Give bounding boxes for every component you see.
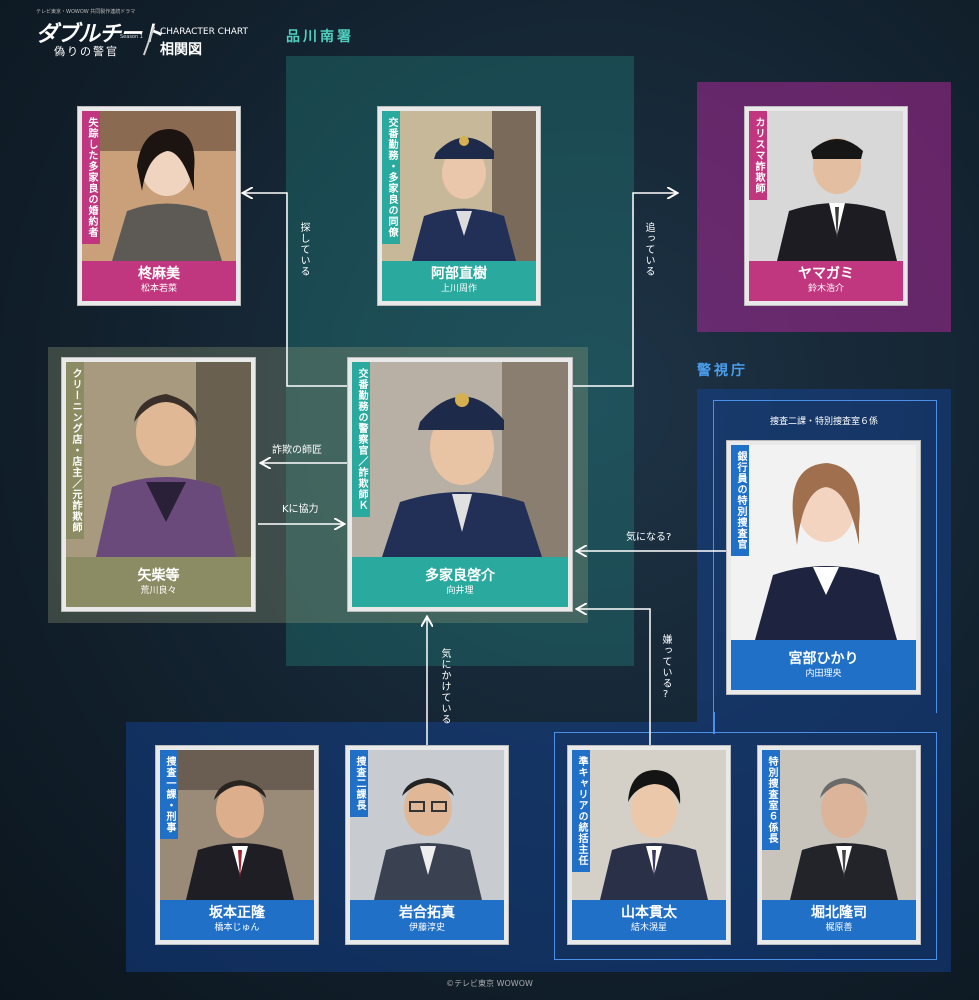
namebar: 堀北隆司 梶原善 bbox=[762, 900, 916, 940]
actor-name: 伊藤淳史 bbox=[408, 923, 445, 933]
chart-title: 相関図 bbox=[160, 42, 202, 58]
actor-name: 上川周作 bbox=[440, 284, 477, 294]
actor-name: 向井理 bbox=[446, 586, 474, 596]
label-mentor: 詐欺の師匠 bbox=[272, 445, 322, 456]
logo-title: ダブルチート bbox=[36, 22, 163, 47]
portrait-image bbox=[762, 750, 916, 900]
role-label: 銀行員の特別捜査官 bbox=[731, 445, 749, 556]
special-team-label: 捜査二課・特別捜査室６係 bbox=[769, 417, 878, 427]
role-label: 捜査二課長 bbox=[350, 750, 368, 817]
role-label: クリーニング店・店主／元詐欺師 bbox=[66, 362, 84, 539]
label-chasing: 追っている bbox=[643, 222, 654, 277]
region-shinagawa-label: 品川南署 bbox=[286, 29, 354, 45]
namebar: 阿部直樹 上川周作 bbox=[382, 261, 536, 301]
namebar: 山本貫太 結木滉星 bbox=[572, 900, 726, 940]
character-name: 柊麻美 bbox=[138, 266, 180, 282]
portrait-image bbox=[382, 111, 536, 261]
portrait-image bbox=[572, 750, 726, 900]
label-cooperate: Kに協力 bbox=[282, 504, 319, 515]
line-dislike bbox=[578, 609, 651, 746]
actor-name: 鈴木浩介 bbox=[807, 284, 844, 294]
character-name: 阿部直樹 bbox=[431, 266, 487, 282]
region-keishicho-label: 警視庁 bbox=[697, 363, 748, 379]
namebar: 宮部ひかり 内田理央 bbox=[731, 640, 916, 690]
portrait-image bbox=[160, 750, 314, 900]
special-team-box-bottom bbox=[554, 732, 937, 960]
card-sakamoto[interactable]: 捜査一課・刑事 坂本正隆 橋本じゅん bbox=[156, 746, 318, 944]
role-label: 交番勤務・多家良の同僚 bbox=[382, 111, 400, 244]
character-name: 山本貫太 bbox=[621, 905, 677, 921]
card-miyabe[interactable]: 銀行員の特別捜査官 宮部ひかり 内田理央 bbox=[727, 441, 920, 694]
card-hiiragi[interactable]: 失踪した多家良の婚約者 柊麻美 松本若菜 bbox=[78, 107, 240, 305]
card-abe[interactable]: 交番勤務・多家良の同僚 阿部直樹 上川周作 bbox=[378, 107, 540, 305]
logo-subtitle: 偽りの警官 bbox=[54, 45, 119, 58]
portrait-image bbox=[350, 750, 504, 900]
namebar: 坂本正隆 橋本じゅん bbox=[160, 900, 314, 940]
character-name: 坂本正隆 bbox=[209, 905, 265, 921]
namebar: 矢柴等 荒川良々 bbox=[66, 557, 251, 607]
chart-label: CHARACTER CHART bbox=[160, 27, 248, 37]
character-name: ヤマガミ bbox=[798, 266, 854, 282]
actor-name: 松本若菜 bbox=[140, 284, 177, 294]
copyright: ©テレビ東京 WOWOW bbox=[446, 979, 533, 988]
actor-name: 内田理央 bbox=[805, 669, 842, 679]
line-searching bbox=[244, 193, 349, 387]
role-label: 特別捜査室６係長 bbox=[762, 750, 780, 850]
namebar: 岩合拓真 伊藤淳史 bbox=[350, 900, 504, 940]
label-concerned: 気にかけている bbox=[439, 648, 450, 725]
character-name: 矢柴等 bbox=[137, 568, 180, 584]
logo: ダブルチート Season 1 偽りの警官 bbox=[36, 16, 163, 60]
portrait-image bbox=[66, 362, 251, 557]
card-takara[interactable]: 交番勤務の警察官／詐欺師Ｋ 多家良啓介 向井理 bbox=[348, 358, 572, 611]
label-searching: 探している bbox=[298, 222, 309, 277]
line-chasing bbox=[572, 193, 676, 387]
actor-name: 梶原善 bbox=[825, 923, 853, 933]
portrait-image bbox=[82, 111, 236, 261]
namebar: 多家良啓介 向井理 bbox=[352, 557, 568, 607]
portrait-image bbox=[731, 445, 916, 640]
label-dislike: 嫌っている? bbox=[660, 634, 671, 701]
namebar: 柊麻美 松本若菜 bbox=[82, 261, 236, 301]
namebar: ヤマガミ 鈴木浩介 bbox=[749, 261, 903, 301]
card-horikita[interactable]: 特別捜査室６係長 堀北隆司 梶原善 bbox=[758, 746, 920, 944]
actor-name: 結木滉星 bbox=[630, 923, 667, 933]
character-name: 岩合拓真 bbox=[399, 905, 455, 921]
top-caption: テレビ東京・WOWOW 共同製作連続ドラマ bbox=[36, 9, 136, 15]
special-team-box-right bbox=[713, 400, 937, 713]
role-label: 失踪した多家良の婚約者 bbox=[82, 111, 100, 244]
card-yamamoto[interactable]: 準キャリアの統括主任 山本貫太 結木滉星 bbox=[568, 746, 730, 944]
special-team-box-connector bbox=[713, 712, 715, 734]
character-name: 多家良啓介 bbox=[425, 568, 495, 584]
role-label: 捜査一課・刑事 bbox=[160, 750, 178, 839]
role-label: 交番勤務の警察官／詐欺師Ｋ bbox=[352, 362, 370, 517]
character-name: 堀北隆司 bbox=[811, 905, 867, 921]
portrait-image bbox=[749, 111, 903, 261]
card-yamagami[interactable]: カリスマ詐欺師 ヤマガミ 鈴木浩介 bbox=[745, 107, 907, 305]
card-iwai[interactable]: 捜査二課長 岩合拓真 伊藤淳史 bbox=[346, 746, 508, 944]
role-label: カリスマ詐欺師 bbox=[749, 111, 767, 200]
portrait-image bbox=[352, 362, 568, 557]
label-curious: 気になる? bbox=[626, 532, 672, 543]
role-label: 準キャリアの統括主任 bbox=[572, 750, 590, 872]
actor-name: 荒川良々 bbox=[140, 586, 177, 596]
logo-season: Season 1 bbox=[120, 34, 143, 40]
character-name: 宮部ひかり bbox=[788, 651, 859, 667]
card-yashiba[interactable]: クリーニング店・店主／元詐欺師 矢柴等 荒川良々 bbox=[62, 358, 255, 611]
actor-name: 橋本じゅん bbox=[214, 923, 260, 933]
